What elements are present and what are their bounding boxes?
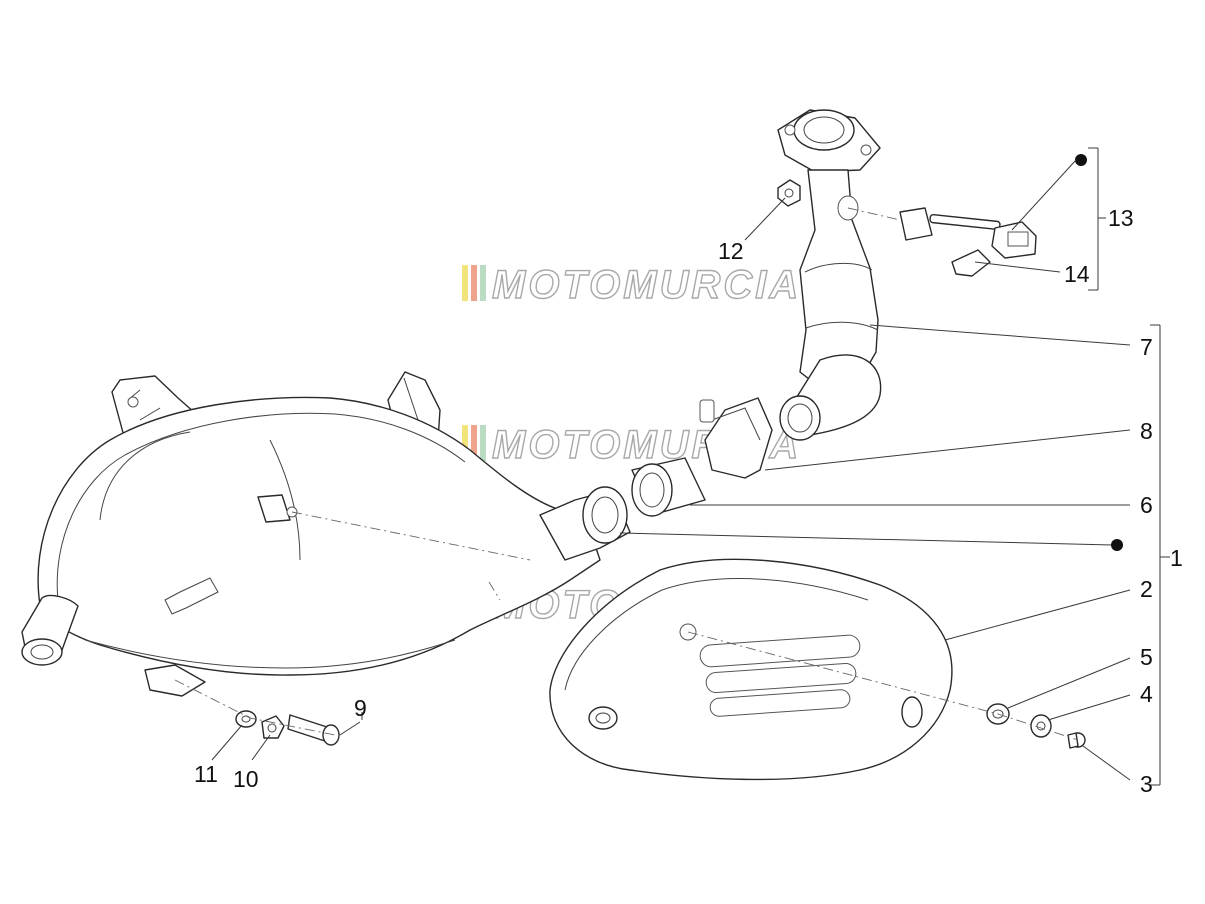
clamp (699, 397, 773, 479)
gasket-ring (631, 457, 706, 517)
muffler-body (21, 371, 601, 697)
callout-10: 10 (233, 766, 259, 792)
callout-labels: 1 2 3 4 5 6 7 8 9 10 11 12 13 14 (194, 205, 1183, 797)
callout-5: 5 (1140, 644, 1153, 670)
heat-shield (549, 558, 953, 781)
callout-6: 6 (1140, 492, 1153, 518)
muffler-inlet-pipe (539, 486, 631, 561)
callout-11: 11 (194, 761, 218, 787)
callout-7: 7 (1140, 334, 1153, 360)
assembly-axes (174, 207, 1079, 741)
watermark-text-top: MOTOMURCIA (492, 263, 801, 307)
callout-14: 14 (1064, 261, 1090, 287)
callout-2: 2 (1140, 576, 1153, 602)
hardware-bolt-9 (287, 714, 340, 746)
callout-3: 3 (1140, 771, 1153, 797)
callout-1: 1 (1170, 545, 1183, 571)
callout-12: 12 (718, 238, 744, 264)
callout-8: 8 (1140, 418, 1153, 444)
callout-13: 13 (1108, 205, 1134, 231)
hardware-washer-11 (235, 710, 257, 728)
hardware-nut-10 (261, 715, 285, 739)
watermark-top: MOTOMURCIA (462, 262, 801, 308)
callout-9: 9 (354, 695, 367, 721)
exhaust-manifold (777, 109, 882, 441)
lambda-sensor (899, 154, 1087, 277)
leader-lines (211, 147, 1170, 786)
callout-4: 4 (1140, 681, 1153, 707)
hardware-washer-4 (1030, 714, 1052, 738)
hardware-screw-3 (1067, 732, 1086, 749)
